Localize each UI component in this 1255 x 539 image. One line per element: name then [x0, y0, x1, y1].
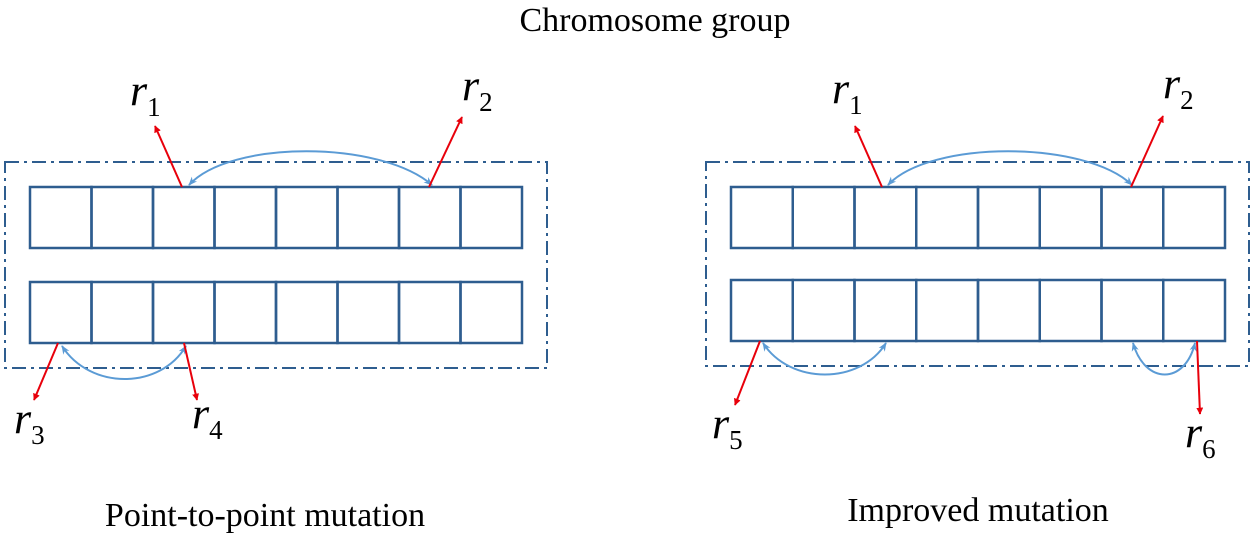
gene-cell [853, 278, 918, 343]
gene-cell [274, 185, 339, 250]
pointer-arrow-r1 [154, 125, 183, 188]
gene-cell [151, 280, 216, 345]
pointer-arrow-r1 [854, 125, 883, 188]
gene-cell [729, 278, 794, 343]
chromosome-row-top [28, 185, 524, 250]
swap-curve-bottom [61, 345, 187, 380]
gene-cell [976, 185, 1041, 250]
gene-cell [853, 185, 918, 250]
gene-cell [336, 185, 401, 250]
gene-cell [90, 185, 155, 250]
gene-cell [791, 185, 856, 250]
gene-cell [791, 278, 856, 343]
label-r1: r1 [832, 64, 863, 120]
gene-cell [729, 185, 794, 250]
gene-cell [28, 185, 93, 250]
caption-improved: Improved mutation [847, 492, 1109, 529]
diagram-title: Chromosome group [519, 2, 790, 39]
label-r4: r4 [192, 389, 223, 445]
gene-cell [1100, 278, 1165, 343]
label-r1: r1 [130, 66, 161, 122]
swap-curve-bottom-right [1131, 342, 1197, 376]
pointer-arrow-r4 [183, 342, 200, 401]
gene-cell [1038, 185, 1103, 250]
panel-point-to-point: r1 r2 r3 r4 Point-to-point mutation [4, 61, 548, 534]
gene-cell [976, 278, 1041, 343]
gene-cell [397, 280, 462, 345]
chromosome-row-bottom [729, 278, 1227, 343]
pointer-arrow-r5 [734, 340, 761, 406]
gene-cell [1038, 278, 1103, 343]
gene-cell [151, 185, 216, 250]
chromosome-row-bottom [28, 280, 524, 345]
swap-curve-bottom-left [762, 342, 887, 376]
pointer-arrow-r6 [1196, 340, 1204, 415]
label-r6: r6 [1185, 408, 1216, 464]
gene-cell [274, 280, 339, 345]
gene-cell [459, 280, 524, 345]
pointer-arrow-r2 [1130, 115, 1164, 188]
gene-cell [459, 185, 524, 250]
gene-cell [1162, 278, 1227, 343]
swap-curve-top [887, 150, 1133, 186]
gene-cell [28, 280, 93, 345]
gene-cell [90, 280, 155, 345]
gene-cell [336, 280, 401, 345]
gene-cell [915, 185, 980, 250]
gene-cell [915, 278, 980, 343]
pointer-arrow-r2 [428, 116, 463, 188]
panel-improved: r1 r2 r5 r6 Improved mutation [705, 59, 1250, 529]
gene-cell [213, 280, 278, 345]
gene-cell [1100, 185, 1165, 250]
pointer-arrow-r3 [33, 342, 59, 401]
gene-cell [397, 185, 462, 250]
label-r2: r2 [1163, 59, 1194, 115]
gene-cell [213, 185, 278, 250]
chromosome-row-top [729, 185, 1227, 250]
label-r5: r5 [712, 399, 743, 455]
chromosome-group-border [705, 161, 1250, 367]
label-r3: r3 [14, 394, 45, 450]
gene-cell [1162, 185, 1227, 250]
chromosome-group-border [4, 161, 548, 369]
label-r2: r2 [462, 61, 493, 117]
swap-curve-top [188, 150, 433, 186]
caption-point-to-point: Point-to-point mutation [105, 497, 425, 534]
